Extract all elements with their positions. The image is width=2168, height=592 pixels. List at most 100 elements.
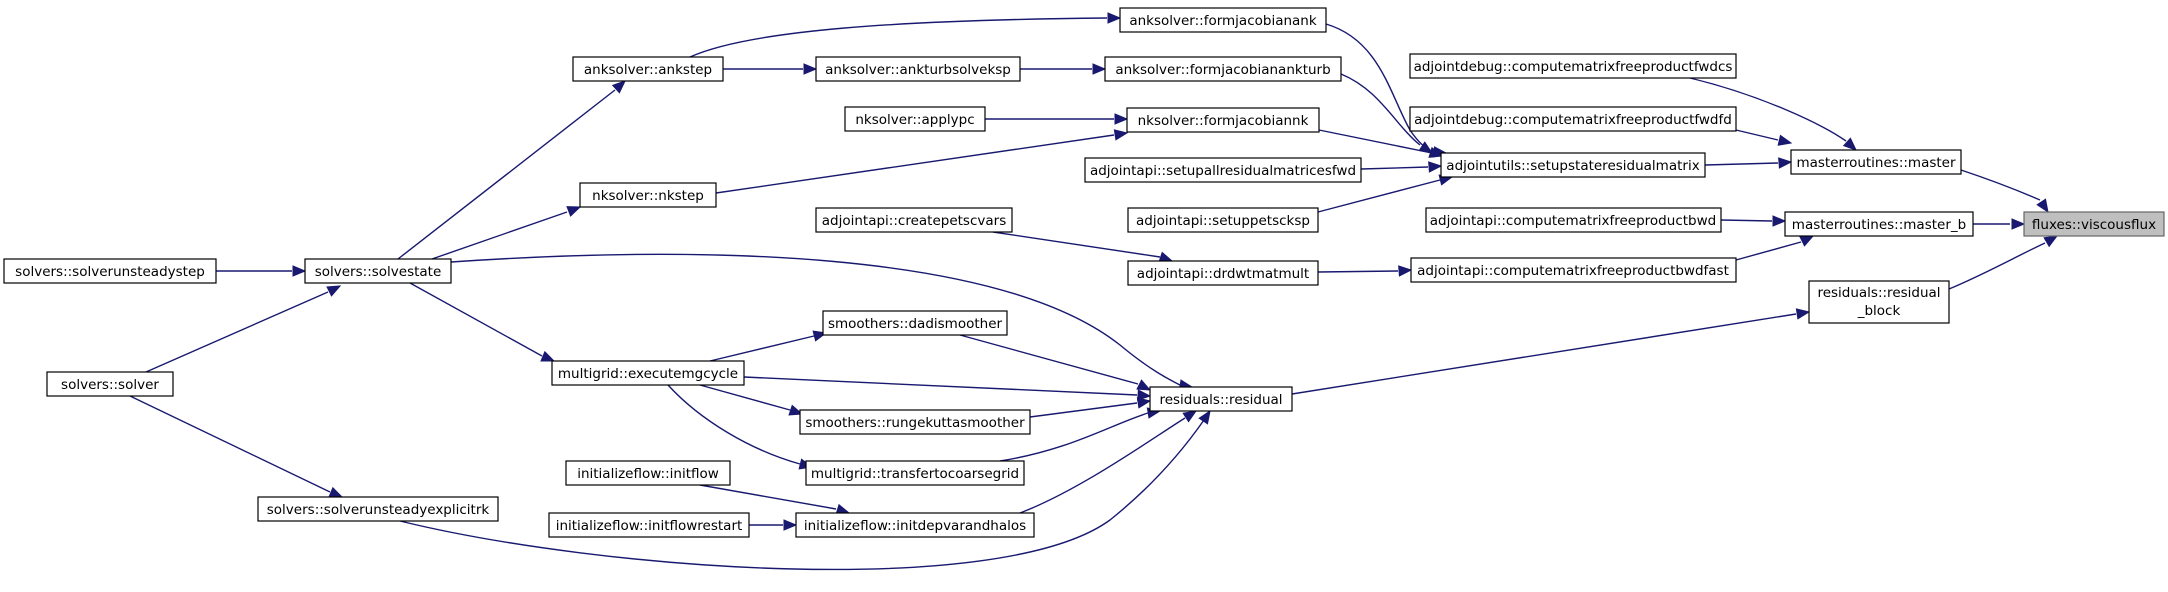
- arrow-head-icon: [803, 63, 818, 75]
- arrow-head-icon: [328, 486, 344, 498]
- edge-executemgcycle-to-dadismoother: [709, 330, 828, 362]
- edge-line: [1029, 402, 1138, 418]
- edge-cmf_fwdfd-to-master: [1735, 129, 1793, 146]
- node-label: smoothers::rungekuttasmoother: [805, 415, 1025, 431]
- edge-line: [1704, 162, 1779, 166]
- edge-line: [992, 231, 1161, 258]
- node-cmf-bwdfast[interactable]: adjointapi::computematrixfreeproductbwdf…: [1410, 257, 1737, 283]
- node-applypc[interactable]: nksolver::applypc: [844, 106, 986, 132]
- edge-line: [1317, 270, 1399, 273]
- node-residual-block[interactable]: residuals::residual _block: [1808, 280, 1950, 324]
- node-drdwtmatmult[interactable]: adjointapi::drdwtmatmult: [1127, 260, 1319, 286]
- edge-solvestate-to-ankstep: [397, 80, 626, 260]
- edge-line: [1735, 241, 1802, 261]
- node-setuppetscksp[interactable]: adjointapi::setuppetscksp: [1127, 207, 1319, 233]
- arrow-head-icon: [2011, 218, 2026, 230]
- edge-initflow-to-initdepvarandhalos: [699, 484, 851, 515]
- node-solver[interactable]: solvers::solver: [46, 371, 174, 397]
- node-formjacobianankturb[interactable]: anksolver::formjacobianankturb: [1104, 56, 1342, 82]
- node-initflow[interactable]: initializeflow::initflow: [565, 460, 731, 486]
- arrow-head-icon: [1107, 12, 1122, 24]
- edge-line: [1291, 313, 1797, 395]
- node-cmf-fwdfd[interactable]: adjointdebug::computematrixfreeproductfw…: [1409, 106, 1737, 132]
- edge-line: [1325, 23, 1436, 153]
- edge-createpetscvars-to-drdwtmatmult: [992, 231, 1174, 263]
- node-label: adjointapi::computematrixfreeproductbwd: [1430, 213, 1716, 229]
- node-label: initializeflow::initflow: [577, 466, 719, 482]
- arrow-head-icon: [1772, 215, 1787, 227]
- node-label: _block: [1857, 303, 1901, 319]
- node-residual[interactable]: residuals::residual: [1149, 386, 1293, 412]
- node-label: anksolver::formjacobianank: [1129, 13, 1317, 29]
- node-executemgcycle[interactable]: multigrid::executemgcycle: [551, 360, 745, 386]
- edge-formjacobianank-to-setupstateresidualmatrix: [1325, 23, 1448, 158]
- node-label: adjointapi::drdwtmatmult: [1137, 266, 1309, 282]
- node-solvestate[interactable]: solvers::solvestate: [304, 258, 452, 284]
- node-transfertocoarsegrid[interactable]: multigrid::transfertocoarsegrid: [805, 460, 1025, 486]
- edge-cmf_fwdcs-to-master: [1689, 77, 1857, 151]
- node-master-b[interactable]: masterroutines::master_b: [1784, 211, 1974, 237]
- edges: [129, 12, 2059, 571]
- edge-formjacobiannk-to-setupstateresidualmatrix: [1318, 129, 1444, 158]
- node-nkstep[interactable]: nksolver::nkstep: [579, 182, 717, 208]
- node-label: residuals::residual: [1159, 392, 1282, 408]
- node-label: anksolver::ankturbsolveksp: [825, 62, 1011, 78]
- arrow-head-icon: [1842, 137, 1857, 151]
- node-label: adjointapi::createpetscvars: [822, 213, 1006, 229]
- arrow-head-icon: [1092, 63, 1107, 75]
- node-label: adjointapi::computematrixfreeproductbwdf…: [1417, 263, 1729, 279]
- edge-ankturbsolveksp-to-formjacobianankturb: [1020, 63, 1107, 75]
- node-label: adjointdebug::computematrixfreeproductfw…: [1414, 112, 1732, 128]
- edge-line: [1318, 129, 1433, 154]
- edge-line: [689, 17, 1108, 58]
- edge-line: [709, 335, 815, 362]
- node-label: solvers::solver: [61, 377, 159, 393]
- edge-nkstep-to-formjacobiannk: [715, 129, 1129, 194]
- arrow-head-icon: [292, 265, 307, 277]
- edge-line: [667, 384, 801, 465]
- node-label: initializeflow::initflowrestart: [556, 518, 743, 534]
- edge-solver-to-solvestate: [145, 285, 342, 373]
- edge-executemgcycle-to-residual: [743, 376, 1152, 401]
- node-rungekuttasmoother[interactable]: smoothers::rungekuttasmoother: [799, 409, 1031, 435]
- edge-initflowrestart-to-initdepvarandhalos: [749, 519, 798, 531]
- arrow-head-icon: [1778, 157, 1793, 169]
- node-master[interactable]: masterroutines::master: [1790, 149, 1962, 175]
- edge-line: [1360, 166, 1429, 170]
- node-solverunsteadyexplicitrk[interactable]: solvers::solverunsteadyexplicitrk: [257, 496, 499, 522]
- node-label: masterroutines::master: [1796, 155, 1956, 171]
- arrow-head-icon: [1398, 265, 1413, 277]
- node-initflowrestart[interactable]: initializeflow::initflowrestart: [548, 512, 750, 538]
- edge-line: [409, 282, 543, 357]
- node-setupallresidualmatricesfwd[interactable]: adjointapi::setupallresidualmatricesfwd: [1084, 157, 1362, 183]
- edge-solverunsteadystep-to-solvestate: [216, 265, 307, 277]
- arrow-head-icon: [783, 519, 798, 531]
- arrow-head-icon: [1198, 409, 1211, 425]
- node-solverunsteadystep[interactable]: solvers::solverunsteadystep: [3, 258, 217, 284]
- node-viscousflux[interactable]: fluxes::viscousflux: [2023, 211, 2165, 237]
- edge-applypc-to-formjacobiannk: [985, 113, 1129, 125]
- node-initdepvarandhalos[interactable]: initializeflow::initdepvarandhalos: [795, 512, 1035, 538]
- node-formjacobianank[interactable]: anksolver::formjacobianank: [1119, 7, 1327, 33]
- node-ankturbsolveksp[interactable]: anksolver::ankturbsolveksp: [815, 56, 1021, 82]
- edge-cmf_bwdfast-to-master_b: [1735, 235, 1815, 261]
- node-label: multigrid::transfertocoarsegrid: [811, 466, 1019, 482]
- node-ankstep[interactable]: anksolver::ankstep: [572, 56, 724, 82]
- edge-line: [1317, 179, 1441, 213]
- node-label: adjointapi::setuppetscksp: [1136, 213, 1310, 229]
- node-formjacobiannk[interactable]: nksolver::formjacobiannk: [1126, 107, 1320, 133]
- node-setupstateresidualmatrix[interactable]: adjointutils::setupstateresidualmatrix: [1440, 152, 1706, 178]
- edge-solver-to-solverunsteadyexplicitrk: [129, 395, 344, 498]
- edge-line: [1340, 73, 1421, 146]
- edge-line: [431, 211, 568, 260]
- edge-rungekuttasmoother-to-residual: [1029, 397, 1152, 418]
- node-dadismoother[interactable]: smoothers::dadismoother: [822, 310, 1008, 336]
- arrow-head-icon: [611, 80, 626, 94]
- node-cmf-fwdcs[interactable]: adjointdebug::computematrixfreeproductfw…: [1409, 53, 1737, 79]
- arrow-head-icon: [1136, 397, 1152, 409]
- nodes: fluxes::viscousflux masterroutines::mast…: [3, 7, 2165, 538]
- node-createpetscvars[interactable]: adjointapi::createpetscvars: [815, 207, 1013, 233]
- node-cmf-bwd[interactable]: adjointapi::computematrixfreeproductbwd: [1425, 207, 1722, 233]
- edge-cmf_bwd-to-master_b: [1720, 215, 1787, 227]
- edge-line: [1689, 77, 1847, 142]
